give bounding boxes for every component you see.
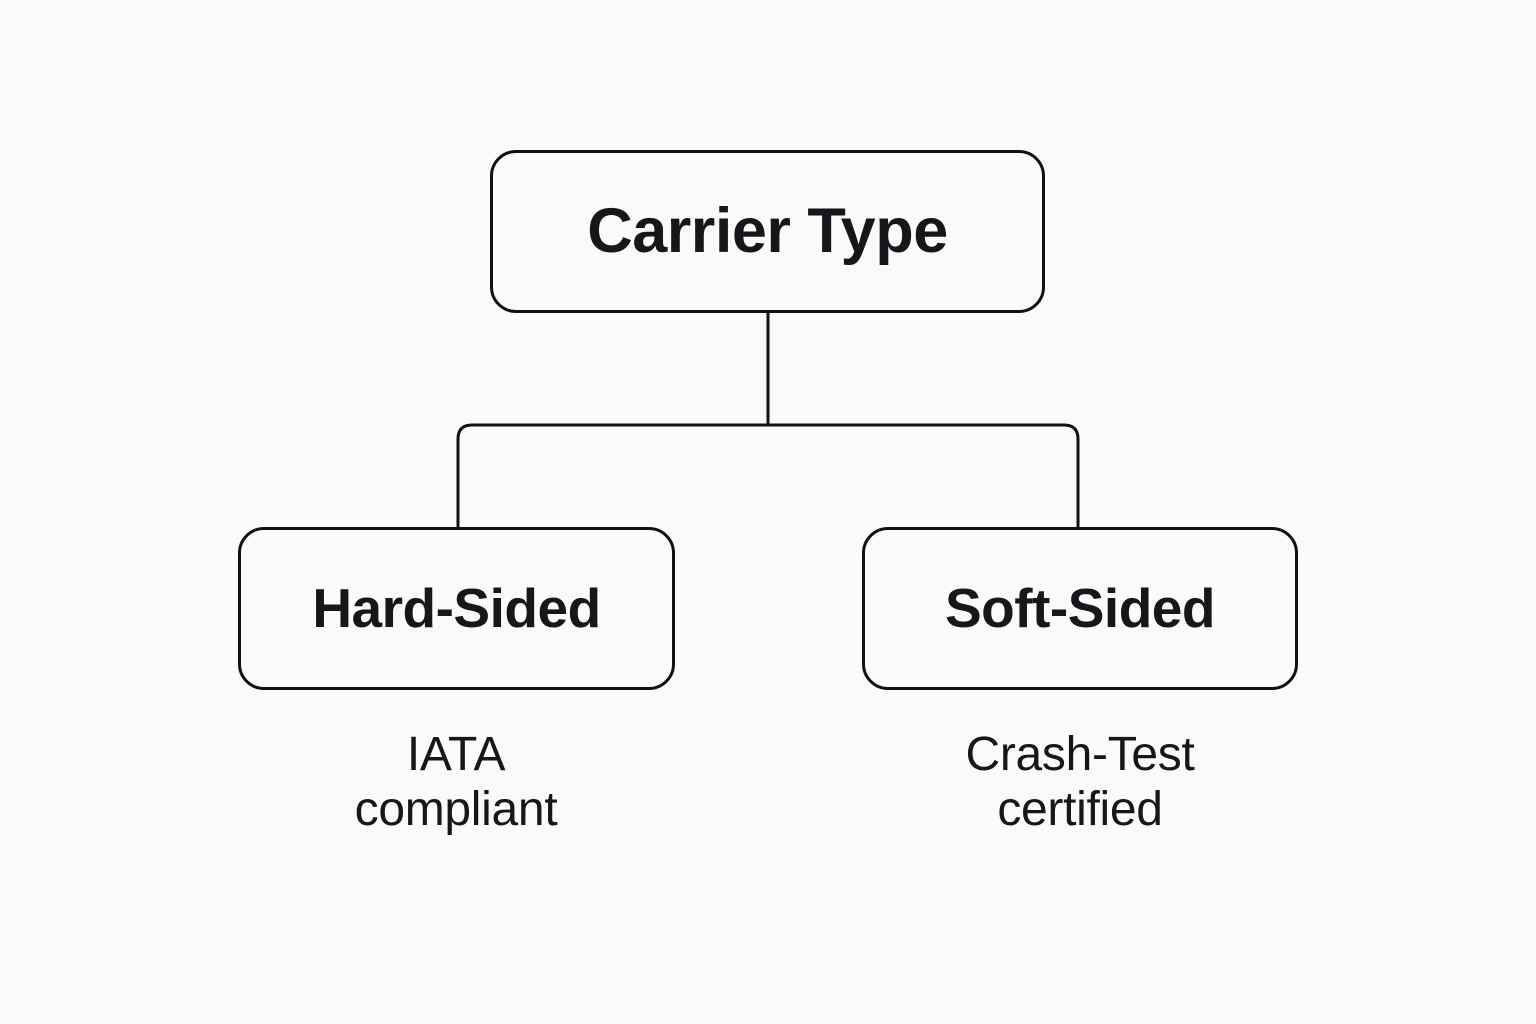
node-carrier-type-label: Carrier Type [587,196,948,266]
caption-hard-sided-line2: compliant [354,783,558,837]
node-hard-sided[interactable]: Hard-Sided [238,527,675,690]
node-carrier-type[interactable]: Carrier Type [490,150,1045,313]
caption-soft-sided-line1: Crash-Test [965,728,1195,781]
connector-branch-left [456,423,768,527]
node-hard-sided-label: Hard-Sided [312,577,601,639]
caption-hard-sided-line1: IATA [406,728,506,781]
caption-hard-sided: IATA compliant [246,727,666,837]
caption-soft-sided-line2: certified [997,783,1163,837]
node-soft-sided-label: Soft-Sided [945,577,1215,639]
node-soft-sided[interactable]: Soft-Sided [862,527,1298,690]
connector-branch-right [768,423,1080,527]
caption-soft-sided: Crash-Test certified [870,727,1290,837]
